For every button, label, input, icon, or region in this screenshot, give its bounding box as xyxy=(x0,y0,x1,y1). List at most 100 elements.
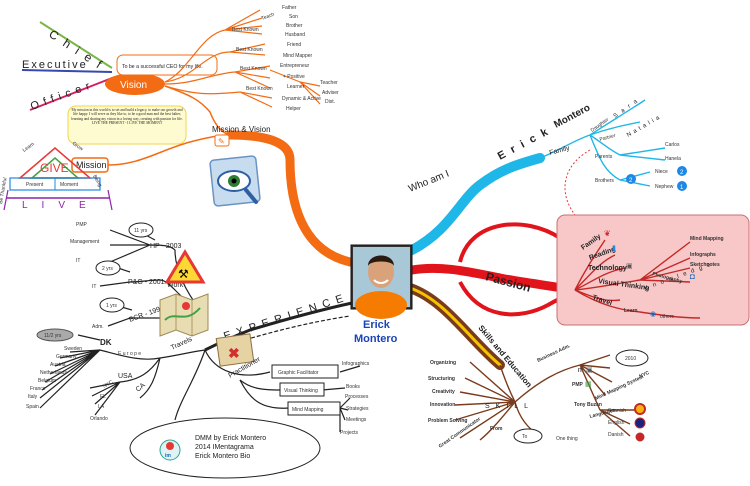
who-branches xyxy=(539,99,666,187)
brothers-count-badge xyxy=(626,174,636,184)
trunk-who-am-i xyxy=(407,153,545,255)
vision-label: Vision xyxy=(120,80,147,91)
vt-child-1: Infographs xyxy=(690,252,716,258)
vision-branch-2: Best Known xyxy=(240,66,267,72)
exp-box-0[interactable] xyxy=(271,364,339,379)
vision-leaf-0: Father xyxy=(282,5,297,11)
who-am-i-label: Who am I xyxy=(407,169,451,195)
globe-icon: ◉ xyxy=(650,311,656,318)
book-icon: ❦ xyxy=(604,229,611,238)
vision-leaf-8: Learner xyxy=(287,84,305,90)
give-bottom-0: Present xyxy=(26,182,44,188)
imentagrama-logo-icon: im xyxy=(159,439,181,461)
europe-country-3: Netherlands xyxy=(40,370,67,376)
passion-label: Passion xyxy=(484,269,532,294)
dk-years: 11/2 yrs xyxy=(44,333,62,339)
reading-icon: ▮ xyxy=(612,245,616,252)
mission-vision-icon[interactable] xyxy=(214,134,230,147)
family-label: Family xyxy=(549,145,571,157)
map-icon xyxy=(159,293,209,337)
skills-tony-buzan: Tony Buzan xyxy=(574,402,602,408)
credit-line2: 2014 IMentagrama xyxy=(195,444,254,451)
be-thankful: Be Thankful xyxy=(0,177,9,204)
ca-label: CA xyxy=(135,382,147,394)
skill-letters: SKILL xyxy=(485,403,534,410)
skills-nyc: NYC xyxy=(638,370,650,380)
job-1-years: 2 yrs xyxy=(102,266,113,272)
vision-leaf-6: Entrepreneur xyxy=(280,63,310,69)
job-2-years-bubble xyxy=(99,297,125,313)
exp-leaf-4: Meetings xyxy=(346,417,367,423)
vision-branch-3: Best Known xyxy=(246,86,273,92)
vision-leaf-5: Mind Mapper xyxy=(283,53,313,59)
portrait-photo xyxy=(353,247,410,319)
vision-leaf-9: Teacher xyxy=(320,80,338,86)
job-2-years: 1 yrs xyxy=(106,303,117,309)
exp-box-1-label: Visual Thinking xyxy=(284,388,318,394)
give-left: Learn xyxy=(22,141,36,153)
live-label: LIVE xyxy=(22,200,100,211)
vision-mission-connector xyxy=(164,85,231,136)
vision-leaf-14: Teach xyxy=(261,12,276,22)
skill-left-2: Creativity xyxy=(432,389,455,395)
svg-text:✖: ✖ xyxy=(228,345,240,361)
europe-country-6: Italy xyxy=(28,394,38,400)
travels-branches xyxy=(39,334,206,416)
who-dotted-link xyxy=(564,149,591,226)
vt-child-0: Mind Mapping xyxy=(690,236,724,242)
job-1-years-bubble xyxy=(95,260,121,276)
vision-leaf-11: Dist. xyxy=(325,99,335,105)
language-0: Spanish xyxy=(608,408,626,414)
skill-right-3: Mind Mapping System xyxy=(594,374,645,402)
europe-country-4: Belgium xyxy=(38,378,56,384)
mission-vision-label: Mission & Vision xyxy=(212,125,271,134)
exp-box-2[interactable] xyxy=(287,401,341,416)
skill-left-4: Problem Solving xyxy=(428,418,467,424)
exp-leaf-0: Infographics xyxy=(342,361,370,367)
europe-country-7: Spain xyxy=(26,404,39,410)
ceo-lines xyxy=(21,21,113,111)
skills-branches xyxy=(454,354,640,441)
exp-box-1[interactable] xyxy=(279,382,325,397)
trunk-mission-vision xyxy=(225,130,355,267)
give-right: Grow xyxy=(71,141,85,153)
niece-1: Nephew xyxy=(655,184,674,190)
mission-quote-box xyxy=(67,105,187,145)
tech-icon: ▣ xyxy=(626,263,633,270)
passion-others: others xyxy=(660,314,674,320)
job-0-leaf-1: Management xyxy=(70,239,100,245)
vision-leaf-1: Son xyxy=(289,14,298,20)
skill-left-0: Organizing xyxy=(430,360,456,366)
europe-country-5: France xyxy=(30,386,46,392)
niece-0-badge xyxy=(677,166,687,176)
partner-label: Partner xyxy=(599,133,617,143)
skill-left-3: Innovation xyxy=(430,402,455,408)
job-0-leaf-0: PMP xyxy=(76,222,88,228)
vision-leaf-10: Adviser xyxy=(322,90,339,96)
year-bubble xyxy=(615,349,649,367)
center-name-line1: Erick xyxy=(363,319,391,331)
vision-quote-box xyxy=(116,54,218,76)
skills-one-thing: One thing xyxy=(556,436,578,442)
dk-label: DK xyxy=(100,338,112,347)
vision-node[interactable] xyxy=(105,73,165,95)
svg-text:⚒: ⚒ xyxy=(178,267,189,281)
center-name-line2: Montero xyxy=(354,333,398,345)
job-2-leaf-0: Adm. xyxy=(92,324,104,330)
mission-label: Mission xyxy=(76,160,107,170)
experience-branches xyxy=(174,349,361,432)
construction-sign-icon: ⚒ xyxy=(164,249,206,284)
exp-box-2-label: Mind Mapping xyxy=(292,407,324,413)
exp-leaf-3: Strategies xyxy=(346,406,369,412)
language-2: Danish xyxy=(608,432,624,438)
eye-magnifier-icon xyxy=(209,155,261,207)
brothers-count: 2 xyxy=(629,178,633,184)
parents-label: Parents xyxy=(595,154,613,160)
europe-country-0: Sweden xyxy=(64,346,82,352)
vt-child-2: Sketchnotes xyxy=(690,262,720,268)
treasure-map-icon: ✖ xyxy=(215,333,255,367)
mission-quote: My mission in this world is to set and b… xyxy=(71,108,183,126)
vision-leaf-4: Friend xyxy=(287,42,301,48)
passion-item-5: Learn xyxy=(624,308,638,314)
